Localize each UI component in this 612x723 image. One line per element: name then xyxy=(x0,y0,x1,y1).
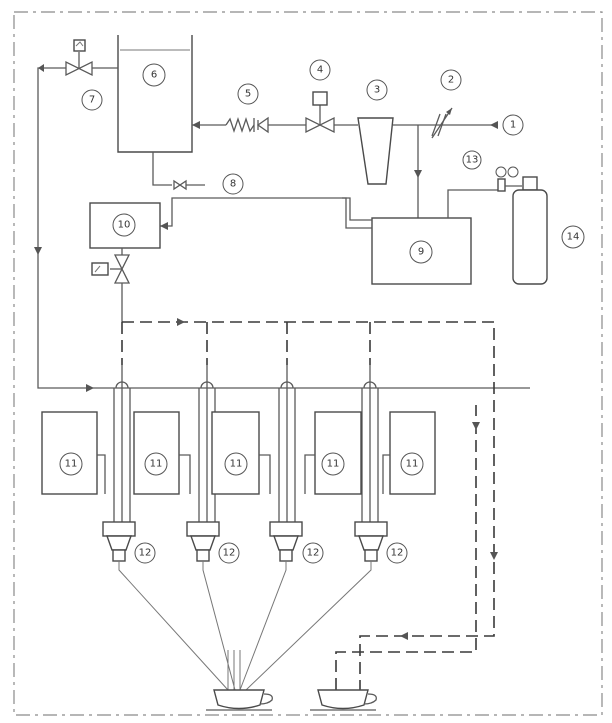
label-12-d: 12 xyxy=(386,542,408,564)
flow-arrow xyxy=(34,247,42,255)
diagram-frame xyxy=(13,11,603,716)
svg-text:1: 1 xyxy=(510,120,516,131)
label-4: 4 xyxy=(309,59,331,81)
svg-text:12: 12 xyxy=(307,548,320,559)
syrup-box-1 xyxy=(41,411,106,495)
label-3: 3 xyxy=(366,79,388,101)
flow-arrow xyxy=(160,222,168,230)
flow-arrow xyxy=(490,552,498,560)
svg-text:8: 8 xyxy=(230,179,236,190)
solenoid-valve-7[interactable] xyxy=(65,39,93,77)
label-14: 14 xyxy=(561,225,585,249)
carbonated-distribution-line xyxy=(122,321,495,690)
label-11-b: 11 xyxy=(144,452,168,476)
label-11-e: 11 xyxy=(400,452,424,476)
syrup-box-2 xyxy=(133,411,191,495)
syrup-box-3 xyxy=(211,411,271,495)
return-line xyxy=(335,405,477,690)
water-tank xyxy=(117,35,193,153)
svg-text:11: 11 xyxy=(65,459,78,470)
water-filter xyxy=(357,117,394,185)
flow-arrow xyxy=(38,64,44,72)
label-11-c: 11 xyxy=(224,452,248,476)
flow-arrow xyxy=(86,384,94,392)
svg-text:9: 9 xyxy=(418,247,424,258)
svg-text:11: 11 xyxy=(327,459,340,470)
gas-cylinder xyxy=(512,176,548,285)
svg-text:5: 5 xyxy=(245,89,251,100)
solenoid-valve-4[interactable] xyxy=(305,91,335,134)
flow-arrow xyxy=(192,121,200,129)
flow-arrow xyxy=(414,170,422,178)
svg-text:13: 13 xyxy=(466,155,479,166)
flow-arrow xyxy=(490,121,498,129)
svg-text:6: 6 xyxy=(151,70,157,81)
svg-text:12: 12 xyxy=(139,548,152,559)
label-10: 10 xyxy=(112,213,136,237)
svg-text:10: 10 xyxy=(118,220,131,231)
cup-right xyxy=(310,689,377,711)
drain-valve[interactable] xyxy=(173,179,187,191)
svg-text:12: 12 xyxy=(391,548,404,559)
cup-left xyxy=(206,689,273,711)
mixing-head-3[interactable] xyxy=(269,521,303,562)
svg-text:7: 7 xyxy=(89,95,95,106)
pressure-regulator-13[interactable] xyxy=(495,166,522,192)
flow-arrow xyxy=(177,318,185,326)
gas-pipe xyxy=(447,189,498,218)
flow-regulator-2[interactable] xyxy=(431,107,453,139)
carbonated-water-pipe xyxy=(160,197,372,227)
check-valve-5[interactable] xyxy=(225,116,269,134)
solenoid-valve-outlet[interactable] xyxy=(91,254,131,284)
hot-water-supply-line xyxy=(37,67,530,389)
label-11-d: 11 xyxy=(321,452,345,476)
syrup-box-4 xyxy=(304,411,362,495)
label-11-a: 11 xyxy=(59,452,83,476)
flow-arrow xyxy=(472,422,480,430)
svg-text:14: 14 xyxy=(567,232,580,243)
svg-text:2: 2 xyxy=(448,75,454,86)
drain-pipe xyxy=(152,152,172,186)
svg-text:11: 11 xyxy=(230,459,243,470)
label-2: 2 xyxy=(440,69,462,91)
svg-text:11: 11 xyxy=(150,459,163,470)
svg-text:12: 12 xyxy=(223,548,236,559)
label-7: 7 xyxy=(81,89,103,111)
mixing-head-1[interactable] xyxy=(102,521,136,562)
flow-arrow xyxy=(400,632,408,640)
svg-text:4: 4 xyxy=(317,65,323,76)
label-5: 5 xyxy=(237,83,259,105)
label-8: 8 xyxy=(222,173,244,195)
label-12-a: 12 xyxy=(134,542,156,564)
label-6: 6 xyxy=(142,63,166,87)
label-1: 1 xyxy=(502,114,524,136)
carbonated-water-pipe-a xyxy=(342,197,372,229)
label-9: 9 xyxy=(409,240,433,264)
mixing-head-4[interactable] xyxy=(354,521,388,562)
label-13: 13 xyxy=(462,150,482,170)
svg-text:11: 11 xyxy=(406,459,419,470)
nozzle-lines xyxy=(118,561,372,691)
label-12-c: 12 xyxy=(302,542,324,564)
mixing-head-2[interactable] xyxy=(186,521,220,562)
label-12-b: 12 xyxy=(218,542,240,564)
svg-text:3: 3 xyxy=(374,85,380,96)
